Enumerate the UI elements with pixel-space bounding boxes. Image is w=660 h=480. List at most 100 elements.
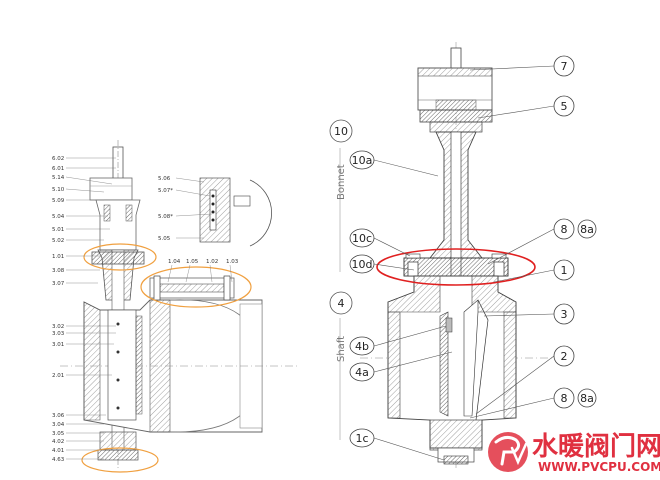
leader-line bbox=[175, 213, 213, 217]
part-label: 6.01 bbox=[52, 166, 64, 172]
detail-part-label: 5.07* bbox=[158, 188, 173, 194]
part-label: 3.01 bbox=[52, 342, 64, 348]
part-label: 5.02 bbox=[52, 238, 64, 244]
flange-part-label: 1.03 bbox=[226, 259, 239, 265]
callout-bubble bbox=[553, 218, 575, 240]
callout-right: 8a bbox=[577, 219, 597, 239]
callout-bubble bbox=[349, 362, 375, 382]
part-label: 4.01 bbox=[52, 448, 64, 454]
callout-text: 10c bbox=[352, 232, 372, 245]
highlight-bonnet-left bbox=[83, 243, 157, 271]
part-label: 5.01 bbox=[52, 227, 64, 233]
callout-bubble bbox=[553, 95, 575, 117]
leader-line bbox=[493, 269, 555, 283]
callout-right: 8a bbox=[577, 388, 597, 408]
callout-left: 10a bbox=[349, 150, 439, 177]
leader-line bbox=[373, 437, 445, 461]
part-label: 3.08 bbox=[52, 268, 65, 274]
watermark: 水暖阀门网 WWW.PVCPU.COM bbox=[488, 432, 660, 474]
leader-line bbox=[487, 228, 555, 265]
callout-right: 7 bbox=[469, 55, 575, 77]
part-label: 1.01 bbox=[52, 254, 64, 260]
callout-left: 4b bbox=[349, 325, 447, 356]
callout-bubble bbox=[577, 388, 597, 408]
callout-bubble bbox=[553, 259, 575, 281]
callout-text: 7 bbox=[561, 60, 568, 73]
highlight-bonnet-right bbox=[376, 248, 536, 286]
callout-right: 3 bbox=[483, 303, 575, 325]
leader-line bbox=[185, 264, 191, 283]
callout-text: 4b bbox=[355, 340, 369, 353]
leader-line bbox=[229, 264, 233, 283]
leader-line bbox=[483, 313, 555, 317]
part-label: 3.06 bbox=[52, 413, 65, 419]
leader-line bbox=[65, 188, 105, 193]
callout-bubble bbox=[349, 336, 375, 356]
callout-text: 10d bbox=[352, 258, 373, 271]
callout-right: 8 bbox=[487, 218, 575, 265]
part-label: 2.01 bbox=[52, 373, 64, 379]
leader-line bbox=[65, 176, 113, 185]
leader-line bbox=[175, 177, 205, 183]
part-label: 5.14 bbox=[52, 175, 65, 181]
part-label: 3.03 bbox=[52, 331, 65, 337]
callout-10-large bbox=[329, 119, 353, 143]
callout-4-large bbox=[329, 291, 353, 315]
callout-text: 1c bbox=[355, 432, 368, 445]
callout-bubble bbox=[349, 150, 375, 170]
part-label: 4.63 bbox=[52, 457, 65, 463]
callout-text: 4a bbox=[355, 366, 369, 379]
callout-text: 5 bbox=[561, 100, 568, 113]
callout-bubble bbox=[553, 55, 575, 77]
leader-line bbox=[475, 355, 555, 415]
part-label: 3.07 bbox=[52, 281, 65, 287]
highlight-bottom-left bbox=[81, 447, 159, 473]
callout-text: 8a bbox=[580, 223, 594, 236]
flange-part-label: 1.02 bbox=[206, 259, 218, 265]
callout-text: 10a bbox=[352, 154, 373, 167]
callout-text: 8 bbox=[561, 392, 568, 405]
callout-bubble bbox=[553, 387, 575, 409]
callout-left: 10d bbox=[349, 254, 415, 274]
callout-text: 2 bbox=[561, 350, 568, 363]
part-label: 3.05 bbox=[52, 431, 65, 437]
callout-right: 2 bbox=[475, 345, 575, 415]
watermark-url: WWW.PVCPU.COM bbox=[538, 460, 660, 474]
leader-line bbox=[373, 159, 439, 177]
callout-left: 1c bbox=[349, 428, 445, 461]
callout-bubble bbox=[553, 303, 575, 325]
flange-part-label: 1.04 bbox=[168, 259, 181, 265]
leader-line bbox=[469, 65, 555, 71]
callout-bubble bbox=[349, 228, 375, 248]
bonnet-label: Bonnet bbox=[336, 164, 347, 200]
detail-part-label: 5.06 bbox=[158, 176, 171, 182]
part-label: 5.04 bbox=[52, 214, 65, 220]
leader-line bbox=[373, 325, 447, 347]
callout-left: 4a bbox=[349, 351, 453, 382]
callout-text: 8 bbox=[561, 223, 568, 236]
detail-part-label: 5.08* bbox=[158, 214, 173, 220]
highlight-flange-left bbox=[140, 266, 252, 308]
leader-line bbox=[469, 397, 555, 419]
callout-bubble bbox=[349, 254, 375, 274]
leader-line bbox=[373, 351, 453, 373]
part-label: 5.09 bbox=[52, 198, 65, 204]
callout-bubble bbox=[577, 219, 597, 239]
part-label: 5.10 bbox=[52, 187, 65, 193]
callout-right: 5 bbox=[477, 95, 575, 119]
callout-text: 8a bbox=[580, 392, 594, 405]
part-label: 3.02 bbox=[52, 324, 64, 330]
callout-bubble bbox=[553, 345, 575, 367]
leader-line bbox=[477, 105, 555, 119]
leader-line bbox=[167, 264, 173, 283]
watermark-cn: 水暖阀门网 bbox=[532, 432, 660, 462]
callout-10-large-text: 10 bbox=[334, 125, 348, 138]
callout-4-large-text: 4 bbox=[338, 297, 345, 310]
callout-right: 8 bbox=[469, 387, 575, 419]
callout-text: 1 bbox=[561, 264, 568, 277]
part-label: 3.04 bbox=[52, 422, 65, 428]
leader-line bbox=[373, 237, 411, 257]
leader-line bbox=[209, 264, 213, 283]
